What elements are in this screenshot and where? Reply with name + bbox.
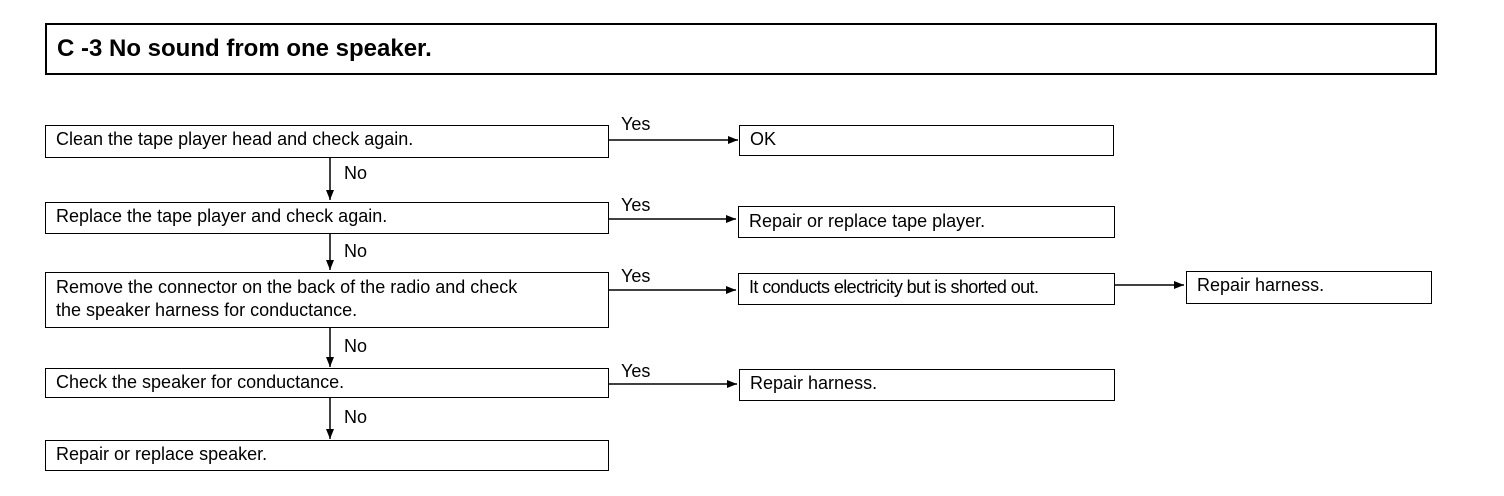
step-box-2: Replace the tape player and check again. — [45, 202, 609, 234]
yes-label: Yes — [621, 266, 651, 286]
no-label: No — [344, 336, 368, 356]
result-text: Repair or replace tape player. — [749, 211, 986, 231]
result-text: It conducts electricity but is shorted o… — [749, 277, 1039, 297]
step-text: Replace the tape player and check again. — [56, 206, 388, 226]
result-box-repair-harness-1: Repair harness. — [1186, 271, 1432, 304]
result-box-shorted: It conducts electricity but is shorted o… — [738, 273, 1115, 305]
step-text-line-2: the speaker harness for conductance. — [56, 300, 358, 320]
step-text-line-1: Remove the connector on the back of the … — [56, 277, 518, 297]
page-title: C -3 No sound from one speaker. — [57, 35, 432, 62]
result-text: OK — [750, 129, 777, 149]
no-label: No — [344, 163, 368, 183]
step-text: Check the speaker for conductance. — [56, 372, 345, 392]
no-label: No — [344, 407, 368, 427]
title-box: C -3 No sound from one speaker. — [45, 23, 1437, 75]
step-text: Clean the tape player head and check aga… — [56, 129, 414, 149]
yes-label: Yes — [621, 195, 651, 215]
step-box-3: Remove the connector on the back of the … — [45, 272, 609, 328]
yes-label: Yes — [621, 361, 651, 381]
result-box-replace-tape-player: Repair or replace tape player. — [738, 206, 1115, 238]
step-text: Repair or replace speaker. — [56, 444, 268, 464]
step-box-5: Repair or replace speaker. — [45, 440, 609, 471]
result-text: Repair harness. — [750, 373, 878, 393]
result-text: Repair harness. — [1197, 275, 1325, 295]
yes-label: Yes — [621, 114, 651, 134]
result-box-ok: OK — [739, 125, 1114, 156]
step-box-1: Clean the tape player head and check aga… — [45, 125, 609, 158]
result-box-repair-harness-2: Repair harness. — [739, 369, 1115, 401]
step-box-4: Check the speaker for conductance. — [45, 368, 609, 398]
no-label: No — [344, 241, 368, 261]
